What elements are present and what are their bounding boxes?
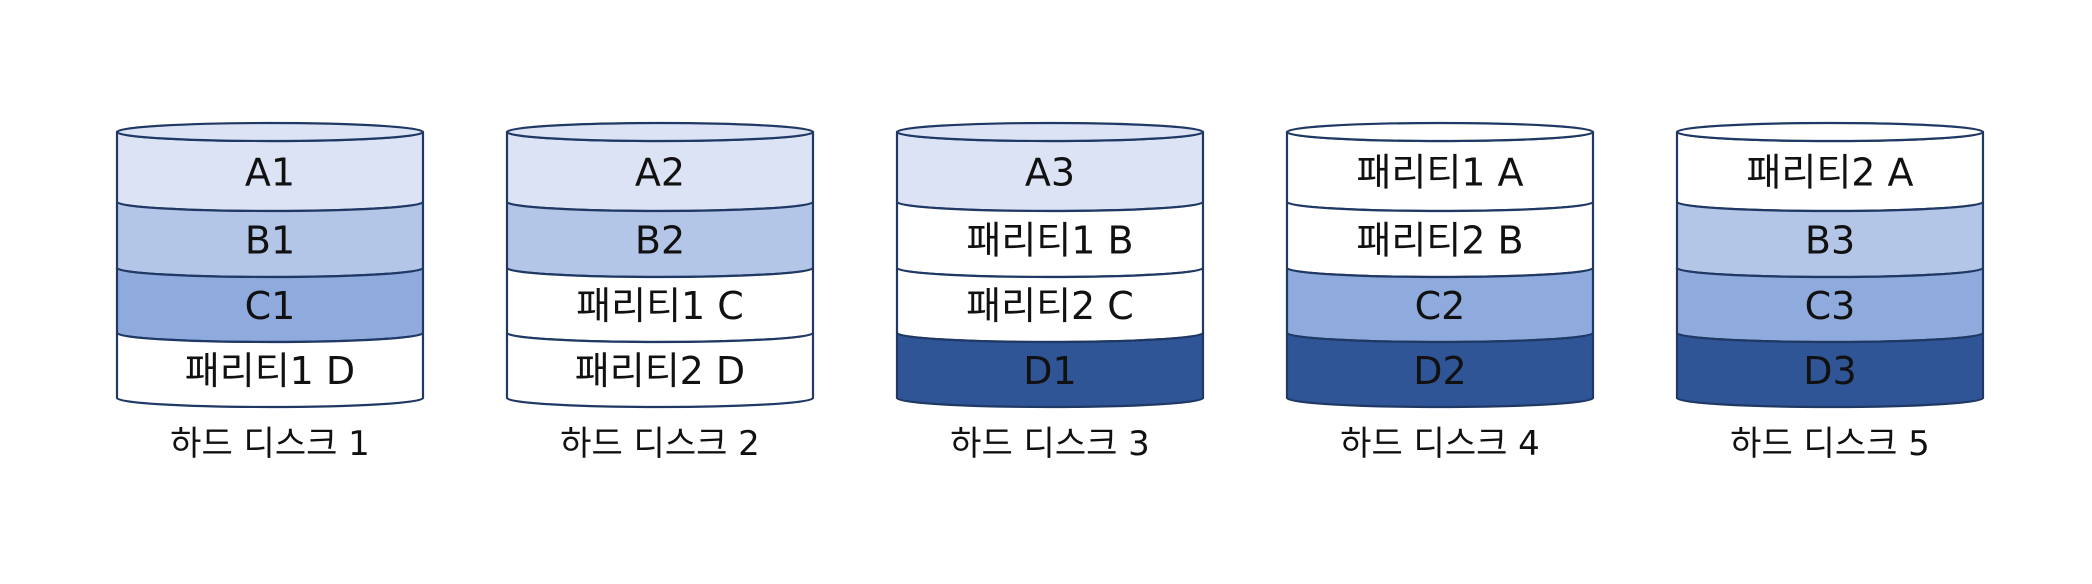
disk-segment-label: B2 — [635, 218, 685, 262]
disk-segment-label: 패리티1 C — [576, 284, 744, 328]
disk-segment-label: 패리티2 B — [1356, 218, 1523, 262]
disk-top-cap — [895, 121, 1205, 143]
disk-caption: 하드 디스크 3 — [950, 424, 1150, 464]
disk-segment-label: B3 — [1805, 218, 1855, 262]
disk-segment-label: C2 — [1415, 284, 1466, 328]
disk-segment — [505, 331, 815, 409]
disk-caption: 하드 디스크 4 — [1340, 424, 1540, 464]
hard-disk-3: A3 패리티1 B 패리티2 C D1 하드 디스크 3 — [895, 121, 1205, 464]
disk-segment-label: A1 — [245, 150, 295, 194]
disk-segment-label: D3 — [1803, 349, 1856, 393]
disk-top-cap — [115, 121, 425, 143]
disk-segment-label: 패리티1 D — [185, 349, 355, 393]
disk-top-cap — [1675, 121, 1985, 143]
disk-segment — [895, 331, 1205, 409]
disk-segment-label: B1 — [245, 218, 295, 262]
disk-segment-label: 패리티1 A — [1356, 150, 1523, 194]
disk-segment-label: 패리티2 A — [1746, 150, 1913, 194]
disk-segment — [1285, 331, 1595, 409]
disk-segment-label: 패리티2 C — [966, 284, 1134, 328]
disk-segment-label: 패리티2 D — [575, 349, 745, 393]
disk-segment-label: C3 — [1805, 284, 1856, 328]
disk-caption: 하드 디스크 2 — [560, 424, 760, 464]
disk-segment-label: D1 — [1023, 349, 1076, 393]
disk-segment — [115, 331, 425, 409]
disk-segment-label: 패리티1 B — [966, 218, 1133, 262]
disk-segment-label: A2 — [635, 150, 685, 194]
disk-caption: 하드 디스크 5 — [1730, 424, 1930, 464]
disk-segment — [1675, 331, 1985, 409]
disk-top-cap — [1285, 121, 1595, 143]
disk-caption: 하드 디스크 1 — [170, 424, 370, 464]
disk-segment-label: D2 — [1413, 349, 1466, 393]
disk-top-cap — [505, 121, 815, 143]
disk-segment-label: A3 — [1025, 150, 1075, 194]
disk-segment-label: C1 — [245, 284, 296, 328]
